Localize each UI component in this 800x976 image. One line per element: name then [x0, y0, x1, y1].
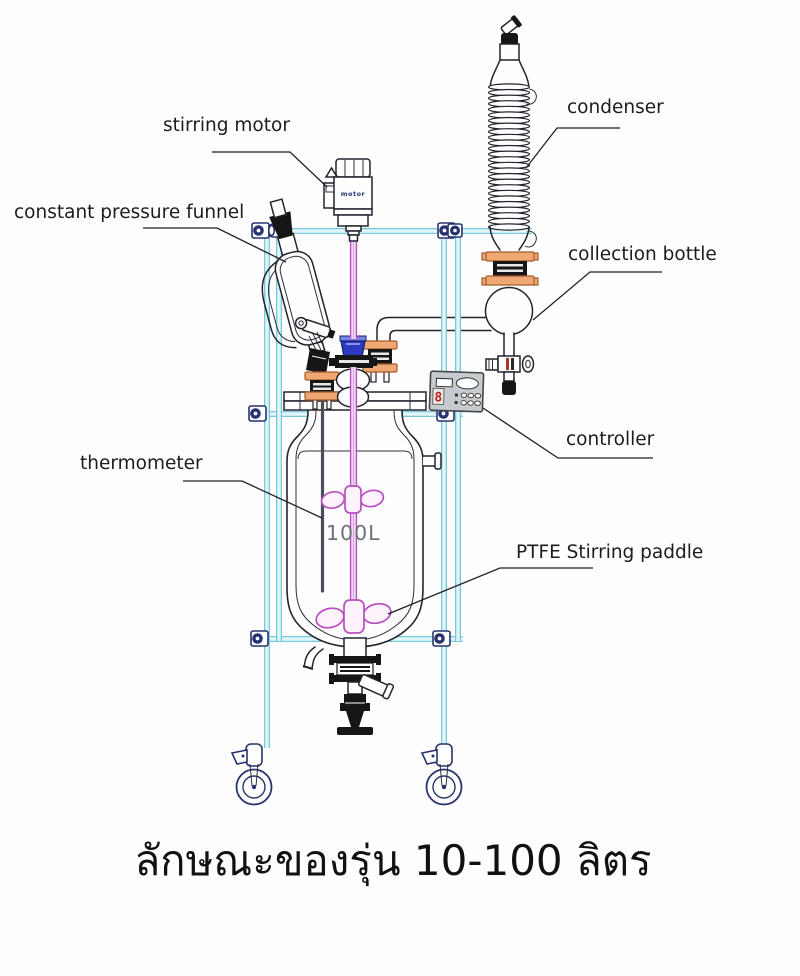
controller-button[interactable] [467, 392, 475, 399]
controller-button[interactable] [460, 392, 468, 398]
motor-body [333, 176, 373, 210]
stirring-shaft-upper [349, 237, 358, 339]
leader-ptfe-paddle [387, 567, 593, 615]
controller-button[interactable] [474, 400, 481, 406]
upper-paddle-hub [344, 485, 362, 514]
controller-button[interactable] [460, 400, 467, 406]
lower-paddle-hub [343, 599, 365, 634]
condenser-coil [487, 83, 531, 231]
constant-pressure-funnel [261, 198, 336, 374]
label-collection-bottle: collection bottle [568, 244, 717, 265]
label-thermometer: thermometer [80, 453, 203, 474]
leader-stirring-motor [212, 151, 328, 188]
controller-switch[interactable] [435, 377, 453, 388]
bottle-stopcock [485, 355, 535, 395]
funnel-stopcock [294, 316, 336, 339]
label-constant-pressure-funnel: constant pressure funnel [14, 202, 244, 223]
vessel-capacity-label: 100L [326, 521, 381, 545]
controller-display-window [455, 377, 479, 390]
leader-controller [482, 407, 653, 459]
ptfe-stirring-paddles [315, 485, 392, 634]
temperature-controller: 8 [428, 370, 485, 413]
condenser-flange-joint [481, 251, 539, 286]
label-ptfe-stirring-paddle: PTFE Stirring paddle [516, 542, 703, 563]
condenser-stopper [501, 33, 518, 46]
label-controller: controller [566, 429, 655, 450]
caster-wheel-left [230, 743, 273, 806]
condenser-outlet-tip [500, 15, 522, 36]
frame-clamps [248, 222, 463, 647]
labels: stirring motor condenser constant pressu… [14, 97, 717, 887]
vapor-tube [376, 316, 492, 348]
frame-front-posts [441, 242, 461, 370]
left-port-flange [304, 371, 340, 410]
support-frame [255, 228, 532, 748]
condenser-unit [487, 15, 537, 251]
caster-wheel-right [420, 743, 463, 806]
controller-button[interactable] [467, 400, 474, 406]
label-stirring-motor: stirring motor [163, 115, 290, 136]
controller-button[interactable] [474, 393, 482, 399]
controller-digit: 8 [434, 390, 443, 405]
bottom-drain-valve [329, 637, 395, 735]
drain-spout [357, 673, 395, 700]
side-nozzle [434, 452, 442, 470]
motor-label: motor [341, 190, 366, 198]
stirring-motor-unit: motor [323, 158, 373, 242]
leader-thermometer [183, 480, 323, 519]
collection-bottle [484, 286, 535, 395]
leader-condenser [525, 127, 620, 169]
leader-lines [143, 127, 662, 615]
funnel-adapter [306, 348, 330, 374]
leader-collection-bottle [532, 271, 662, 321]
caption-thai: ลักษณะของรุ่น 10-100 ลิตร [134, 836, 651, 887]
label-condenser: condenser [567, 97, 664, 118]
leader-constant-pressure-funnel [143, 227, 287, 263]
